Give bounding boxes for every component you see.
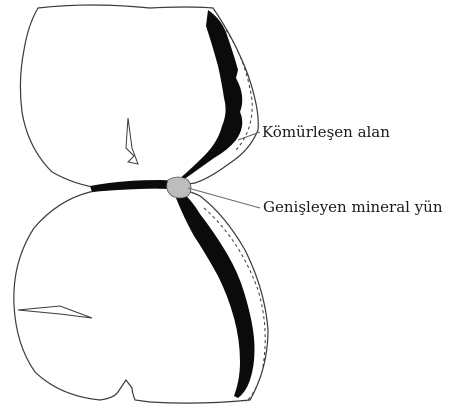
charred-area-label: Kömürleşen alan bbox=[262, 125, 390, 140]
mineral-wool-fill bbox=[167, 177, 191, 198]
mineral-wool-label: Genişleyen mineral yün bbox=[263, 200, 443, 215]
